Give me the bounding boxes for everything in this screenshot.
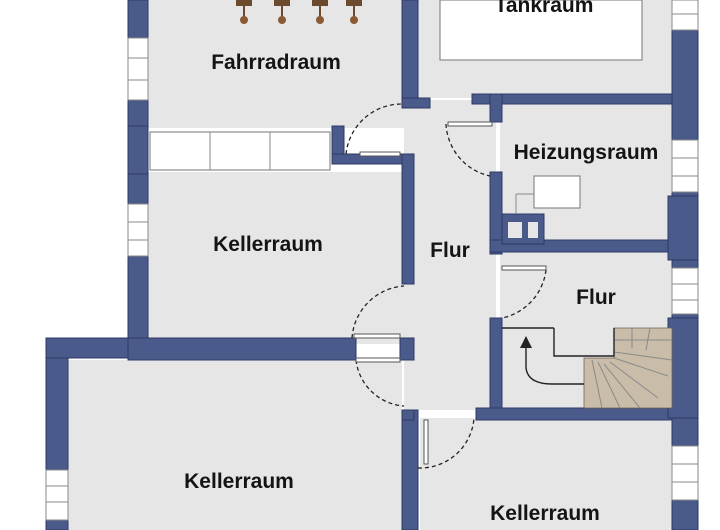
- tank-fixture: [439, 0, 643, 61]
- cabinet-row: [149, 131, 331, 171]
- label-heizungsraum: Heizungsraum: [514, 141, 659, 164]
- label-fahrradraum: Fahrradraum: [211, 51, 341, 74]
- label-flur-stair: Flur: [576, 286, 616, 309]
- label-kellerraum-middle: Kellerraum: [213, 233, 323, 256]
- label-kellerraum-bottom-left: Kellerraum: [184, 470, 294, 493]
- floor-areas: [68, 0, 672, 530]
- doors: [345, 103, 547, 469]
- staircase: [502, 327, 673, 409]
- label-kellerraum-bottom-right: Kellerraum: [490, 502, 600, 525]
- windows: [45, 0, 699, 521]
- label-tankraum: Tankraum: [495, 0, 594, 17]
- label-flur-main: Flur: [430, 239, 470, 262]
- heating-unit-icon: [515, 175, 581, 214]
- bicycle-icon: [236, 0, 362, 24]
